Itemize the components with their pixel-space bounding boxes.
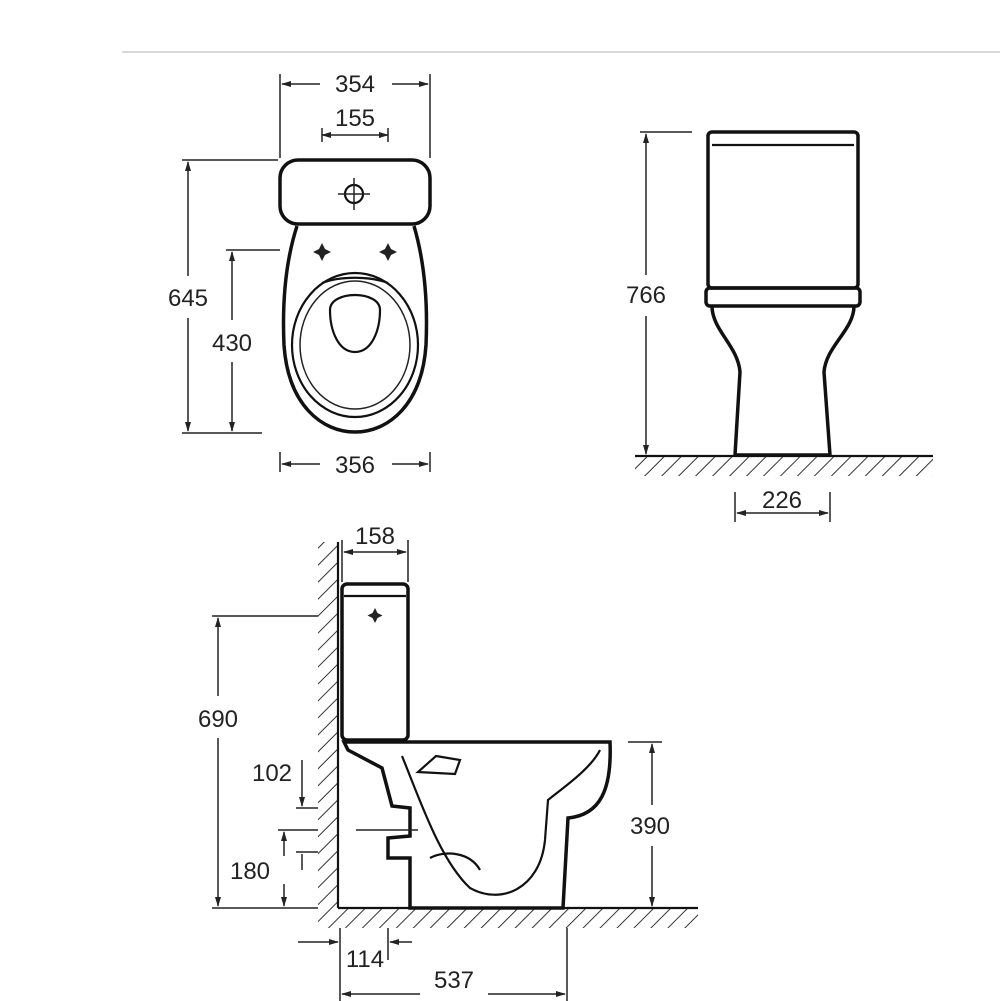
front-view-tank — [706, 130, 860, 290]
dim-outlet-setback: 114 — [346, 946, 384, 973]
dim-inlet-spacing: 155 — [335, 105, 375, 132]
dim-base-width: 226 — [762, 487, 802, 514]
front-view-seat — [704, 286, 862, 308]
top-view-seat — [290, 271, 420, 419]
dim-overall-length: 537 — [434, 967, 474, 994]
front-view-pedestal — [710, 305, 856, 456]
dim-tank-height: 690 — [198, 706, 238, 733]
top-view-bowl-opening — [328, 293, 382, 354]
side-view-trapway — [400, 749, 601, 896]
side-view-tank — [340, 582, 410, 742]
side-view-wall — [318, 542, 338, 908]
flush-button-symbol — [338, 178, 370, 210]
side-view-floor — [318, 908, 698, 928]
top-view-tank — [278, 158, 432, 226]
fixing-point-right — [379, 243, 397, 261]
top-view: 354 155 645 430 356 — [168, 71, 432, 479]
dim-outlet-height: 180 — [230, 858, 270, 885]
dim-tank-depth: 158 — [355, 523, 395, 550]
side-view-bowl — [341, 740, 612, 910]
dim-overall-depth: 645 — [168, 285, 208, 312]
fixing-point-left — [313, 243, 331, 261]
side-flush-button-symbol — [367, 608, 383, 623]
front-view-floor — [635, 456, 933, 476]
dim-overall-width: 354 — [335, 71, 375, 98]
dim-bowl-width: 356 — [335, 452, 375, 479]
side-view: 158 690 102 180 390 114 537 — [198, 523, 698, 1001]
top-view-bowl-outer — [281, 225, 429, 434]
dim-bowl-depth: 430 — [212, 330, 252, 357]
dim-outlet-diameter: 102 — [252, 760, 292, 787]
dim-rim-height: 390 — [630, 813, 670, 840]
dim-overall-height: 766 — [626, 282, 666, 309]
front-view: 766 226 — [626, 130, 933, 522]
